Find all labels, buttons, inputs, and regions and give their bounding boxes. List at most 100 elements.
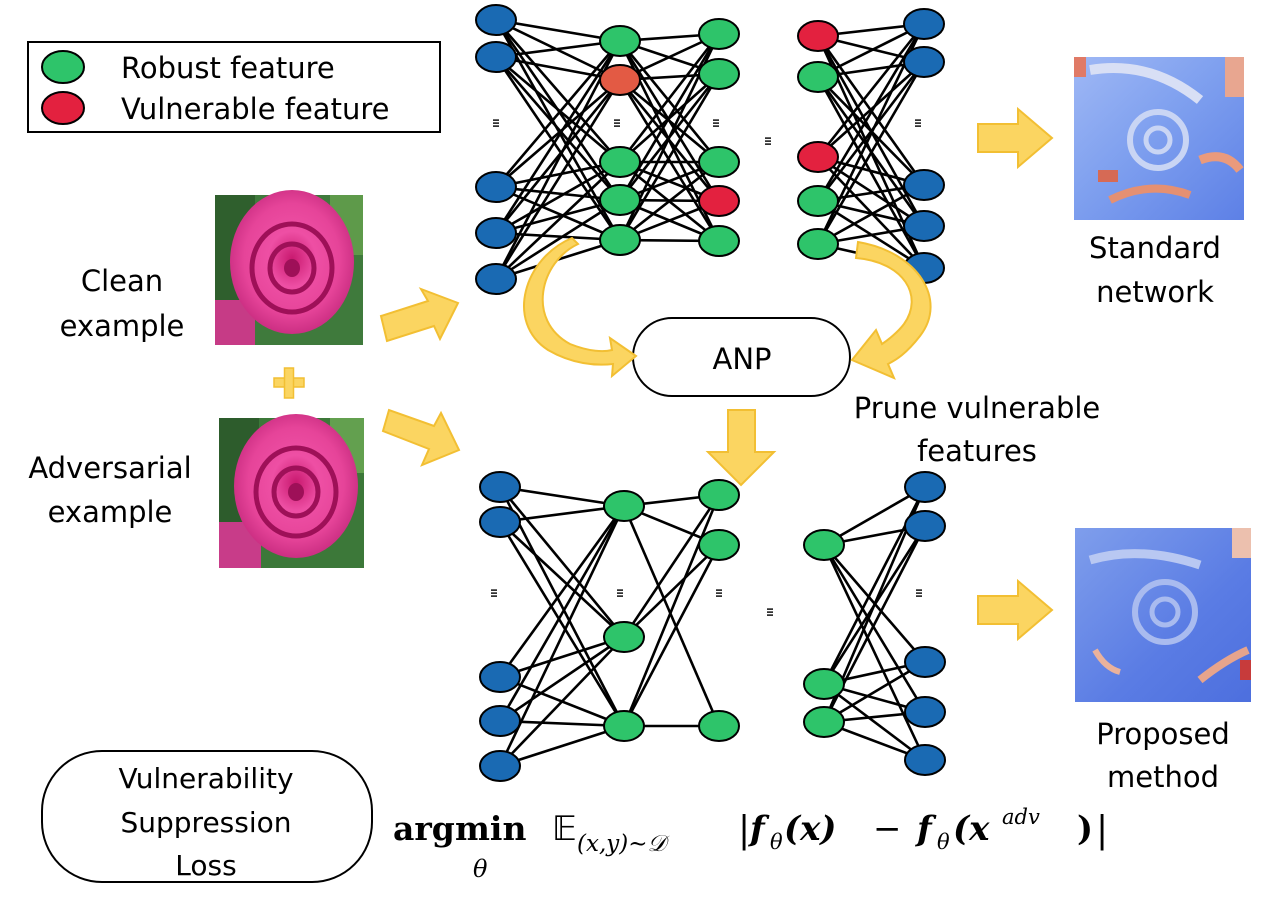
- formula-expectation-subscript: (x,y)∼𝒟: [577, 831, 670, 857]
- network-edge: [499, 485, 625, 508]
- formula-f1-subscript: θ: [770, 830, 783, 854]
- network-edge: [618, 40, 721, 163]
- network-edge: [495, 160, 621, 235]
- network-edge: [499, 635, 625, 723]
- network-edge: [495, 185, 621, 242]
- legend-robust-label: Robust feature: [121, 51, 335, 85]
- formula-bar-close: |: [1096, 810, 1108, 851]
- formula-f2-argument-open: (x: [953, 809, 990, 849]
- network-edge: [823, 485, 926, 547]
- robust-neuron: [698, 146, 740, 178]
- network-edge: [822, 544, 927, 713]
- formula-f1-argument: (x): [784, 809, 836, 849]
- network-edge: [823, 682, 926, 762]
- vulnerable-neuron: [797, 141, 839, 173]
- formula-min-subscript: θ: [473, 855, 488, 883]
- formula-f2-superscript: adv: [1002, 805, 1040, 829]
- anp-box: ANP: [632, 317, 851, 397]
- robust-neuron: [698, 529, 740, 561]
- network-edge: [619, 78, 720, 164]
- network-edge: [495, 18, 621, 43]
- network-edge: [618, 73, 721, 241]
- network-edge: [495, 198, 621, 281]
- adversarial-example-label-line1: Adversarial: [28, 451, 191, 485]
- network-edge: [622, 494, 721, 638]
- network-edge: [817, 155, 925, 228]
- robust-neuron: [797, 228, 839, 260]
- network-edge: [495, 161, 621, 280]
- network-edge: [498, 505, 626, 722]
- arrow-to-standard-map-icon: [977, 106, 1054, 170]
- neuron: [479, 471, 521, 503]
- neuron: [479, 750, 521, 782]
- network-edge: [622, 494, 721, 727]
- network-edge: [494, 40, 622, 234]
- neuron: [903, 210, 945, 242]
- robust-neuron: [599, 146, 641, 178]
- network-edge: [495, 19, 621, 163]
- standard-network-label-line1: Standard: [1089, 231, 1221, 265]
- standard-network-label-line2: network: [1096, 275, 1214, 309]
- network-edge: [498, 486, 626, 638]
- robust-neuron: [797, 185, 839, 217]
- robust-neuron: [603, 621, 645, 653]
- neuron: [903, 169, 945, 201]
- neuron: [475, 217, 517, 249]
- vertical-ellipsis-icon: [493, 119, 499, 127]
- neuron: [903, 8, 945, 40]
- vertical-ellipsis-icon: [491, 589, 497, 597]
- network-edge: [817, 183, 925, 246]
- neuron: [475, 41, 517, 73]
- curved-arrow-right-icon: [850, 240, 932, 380]
- network-edge: [618, 79, 721, 242]
- robust-neuron: [603, 710, 645, 742]
- neuron: [904, 744, 946, 776]
- neuron: [904, 696, 946, 728]
- network-edge: [494, 56, 622, 241]
- formula-expectation: 𝔼: [552, 809, 577, 849]
- network-edge: [495, 198, 621, 235]
- arrow-to-proposed-map-icon: [977, 578, 1054, 642]
- robust-neuron: [698, 225, 740, 257]
- adversarial-example-label-line2: example: [48, 495, 173, 529]
- network-edge: [495, 56, 621, 163]
- formula-min: min: [455, 809, 526, 848]
- neuron: [475, 4, 517, 36]
- network-edge: [494, 79, 622, 280]
- plus-icon: [273, 367, 305, 399]
- legend-robust-swatch: [41, 50, 85, 84]
- vertical-ellipsis-icon: [617, 589, 623, 597]
- network-edge: [619, 160, 720, 242]
- network-edge: [816, 76, 926, 269]
- robust-neuron: [599, 224, 641, 256]
- arrow-adv-to-net-icon: [381, 408, 461, 467]
- network-edge: [495, 55, 621, 82]
- network-edge: [618, 33, 721, 163]
- formula-f2-subscript: θ: [937, 830, 950, 854]
- vertical-ellipsis-icon: [713, 119, 719, 127]
- vulnerable-neuron: [797, 20, 839, 52]
- neuron: [903, 46, 945, 78]
- network-edge: [495, 56, 621, 201]
- network-edge: [494, 79, 622, 234]
- proposed-heatmap-image: [1075, 528, 1251, 702]
- network-edge: [822, 544, 927, 761]
- robust-neuron: [603, 490, 645, 522]
- legend-vulnerable-label: Vulnerable feature: [121, 92, 389, 126]
- clean-example-label-line2: example: [60, 309, 185, 343]
- network-edge: [499, 521, 625, 638]
- formula-f2-argument-close: ): [1077, 809, 1093, 849]
- formula-f1: f: [748, 809, 770, 849]
- prune-label-line1: Prune vulnerable: [854, 391, 1101, 425]
- network-edge: [498, 486, 626, 727]
- robust-neuron: [803, 706, 845, 738]
- robust-neuron: [599, 25, 641, 57]
- formula-f2: f: [915, 809, 937, 849]
- prune-label-line2: features: [917, 434, 1037, 468]
- neuron: [479, 661, 521, 693]
- neuron: [904, 646, 946, 678]
- loss-box: Vulnerability Suppression Loss: [41, 750, 373, 883]
- neuron: [475, 263, 517, 295]
- vertical-ellipsis-icon: [767, 608, 773, 616]
